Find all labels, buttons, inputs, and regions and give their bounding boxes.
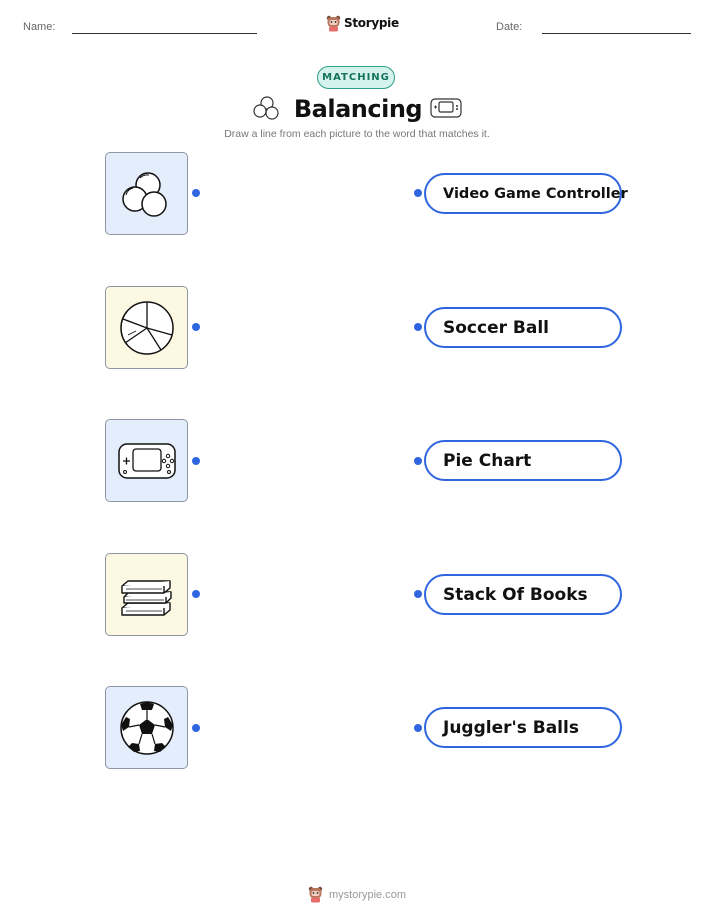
picture-dot-2[interactable] bbox=[192, 323, 200, 331]
word-pill-3[interactable]: Pie Chart bbox=[424, 440, 622, 481]
word-pill-5[interactable]: Juggler's Balls bbox=[424, 707, 622, 748]
instructions: Draw a line from each picture to the wor… bbox=[224, 128, 490, 140]
footer: mystorypie.com bbox=[0, 886, 714, 903]
matching-badge: MATCHING bbox=[317, 66, 395, 89]
soccer-ball-icon bbox=[119, 700, 174, 755]
word-dot-4[interactable] bbox=[414, 590, 422, 598]
brand-name: Storypie bbox=[344, 16, 399, 30]
page-title: Balancing bbox=[293, 95, 423, 123]
stack-of-books-icon bbox=[120, 579, 172, 616]
juggling-balls-icon bbox=[121, 171, 167, 217]
word-pill-4[interactable]: Stack Of Books bbox=[424, 574, 622, 615]
pie-chart-icon bbox=[119, 300, 174, 355]
picture-card-4[interactable] bbox=[105, 553, 188, 636]
picture-card-5[interactable] bbox=[105, 686, 188, 769]
picture-dot-3[interactable] bbox=[192, 457, 200, 465]
juggling-balls-title-icon bbox=[253, 96, 279, 120]
word-pill-1[interactable]: Video Game Controller bbox=[424, 173, 628, 214]
game-controller-icon bbox=[117, 442, 176, 479]
name-line[interactable] bbox=[72, 33, 257, 34]
mascot-icon bbox=[308, 886, 323, 903]
name-label: Name: bbox=[23, 21, 56, 33]
date-label: Date: bbox=[496, 21, 523, 33]
game-controller-title-icon bbox=[430, 98, 462, 118]
picture-card-1[interactable] bbox=[105, 152, 188, 235]
picture-dot-1[interactable] bbox=[192, 189, 200, 197]
word-dot-2[interactable] bbox=[414, 323, 422, 331]
mascot-icon bbox=[326, 15, 341, 31]
picture-dot-4[interactable] bbox=[192, 590, 200, 598]
picture-dot-5[interactable] bbox=[192, 724, 200, 732]
word-dot-1[interactable] bbox=[414, 189, 422, 197]
word-pill-2[interactable]: Soccer Ball bbox=[424, 307, 622, 348]
brand-logo: Storypie bbox=[326, 14, 399, 32]
word-dot-5[interactable] bbox=[414, 724, 422, 732]
date-line[interactable] bbox=[542, 33, 691, 34]
word-dot-3[interactable] bbox=[414, 457, 422, 465]
picture-card-2[interactable] bbox=[105, 286, 188, 369]
footer-url[interactable]: mystorypie.com bbox=[328, 888, 407, 901]
picture-card-3[interactable] bbox=[105, 419, 188, 502]
